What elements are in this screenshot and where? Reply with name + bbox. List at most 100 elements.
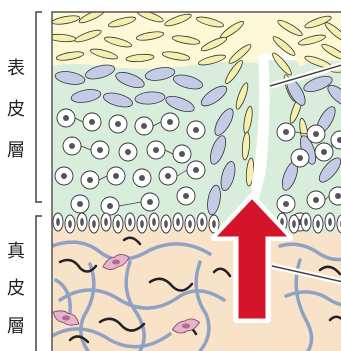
epidermis-bracket: [35, 11, 42, 203]
cell-nucleus: [283, 201, 289, 207]
scale-cell: [200, 36, 228, 52]
collagen-fiber: [54, 278, 72, 314]
scale-cell: [196, 16, 224, 28]
collagen-fiber: [79, 262, 96, 351]
collagen-fiber: [52, 327, 172, 349]
cell-nucleus: [113, 173, 119, 179]
dermis-bracket: [35, 215, 42, 351]
cell-junction: [294, 131, 308, 135]
scale-cell: [161, 51, 191, 61]
cell-nucleus: [337, 137, 341, 143]
scale-cell: [164, 13, 192, 27]
scale-cell: [235, 82, 249, 110]
cell-nucleus: [153, 147, 159, 153]
basal-nucleus: [140, 220, 144, 228]
scale-cell: [225, 59, 243, 85]
cell-nucleus: [139, 175, 145, 181]
collagen-fiber: [278, 242, 341, 262]
elastic-fiber: [68, 335, 90, 344]
collagen-fiber: [294, 258, 314, 351]
skin-crack: [251, 52, 270, 206]
epidermis-label-char-3: 層: [7, 140, 25, 161]
scale-cell: [125, 53, 155, 63]
scale-cell: [104, 36, 132, 48]
epidermis-label-char-2: 皮: [7, 99, 25, 120]
cell-nucleus: [107, 203, 113, 209]
scale-cell: [277, 19, 303, 37]
fibroblast-nucleus: [182, 323, 190, 329]
fibroblast-nucleus: [62, 315, 70, 321]
spindle-cell: [207, 184, 221, 216]
spindle-cell: [134, 91, 166, 105]
cell-nucleus: [165, 173, 171, 179]
cell-junction: [164, 149, 174, 155]
scale-cell: [321, 43, 341, 61]
cell-junction: [176, 169, 188, 177]
collagen-fiber: [58, 288, 226, 310]
cell-nucleus: [167, 119, 173, 125]
epidermis-label-char-1: 表: [7, 58, 25, 79]
cell-nucleus: [89, 119, 95, 125]
basal-nucleus: [176, 218, 180, 226]
horny-scale-cells: [52, 12, 341, 187]
spinous-cell: [330, 130, 341, 150]
cell-junction: [74, 117, 84, 123]
scale-cell: [198, 54, 226, 66]
cell-nucleus: [77, 201, 83, 207]
cell-junction: [118, 201, 142, 207]
elastic-fiber: [318, 265, 341, 276]
spindle-cell: [173, 74, 203, 90]
scale-cell: [304, 15, 332, 29]
basal-cell: [336, 214, 341, 234]
elastic-fiber: [328, 315, 341, 322]
basal-nucleus: [328, 218, 332, 226]
scale-cell: [324, 22, 341, 42]
cell-nucleus: [313, 131, 319, 137]
cell-nucleus: [297, 155, 303, 161]
cell-nucleus: [87, 177, 93, 183]
pointer-line-icon: [269, 64, 341, 87]
spindle-cell: [318, 157, 341, 183]
cell-nucleus: [321, 149, 327, 155]
basal-nucleus: [92, 220, 96, 228]
cell-nucleus: [125, 149, 131, 155]
basal-nucleus: [116, 220, 120, 228]
cell-nucleus: [61, 173, 67, 179]
basal-nucleus: [152, 218, 156, 226]
fibroblast-nucleus: [112, 259, 120, 265]
cell-nucleus: [193, 167, 199, 173]
spindle-cell: [70, 89, 102, 103]
elastic-fiber: [98, 317, 146, 332]
scale-cell: [90, 48, 118, 60]
basal-nucleus: [200, 218, 204, 226]
basal-nucleus: [56, 218, 60, 226]
cell-nucleus: [115, 121, 121, 127]
cell-nucleus: [179, 151, 185, 157]
collagen-fiber: [194, 260, 211, 351]
spindle-cell: [220, 161, 236, 191]
dermis-label-char-2: 皮: [7, 278, 25, 299]
elastic-fiber: [212, 267, 232, 278]
spindle-cell: [303, 75, 333, 93]
cell-junction: [324, 195, 330, 201]
scale-cell: [108, 16, 136, 28]
fibroblast-cells: [52, 254, 201, 334]
cell-nucleus: [141, 123, 147, 129]
cell-junction: [152, 121, 162, 127]
cell-nucleus: [335, 193, 341, 199]
basal-nucleus: [304, 218, 308, 226]
basal-cells: [52, 212, 341, 234]
collagen-fiber: [284, 290, 341, 307]
cell-nucleus: [147, 199, 153, 205]
panel-frame: [51, 11, 341, 351]
spindle-cell: [165, 95, 195, 113]
cell-nucleus: [183, 193, 189, 199]
cell-nucleus: [69, 143, 75, 149]
scale-cell: [171, 35, 201, 45]
scale-cell: [74, 29, 102, 43]
cell-nucleus: [97, 147, 103, 153]
basal-nucleus: [292, 220, 296, 228]
basal-nucleus: [188, 220, 192, 228]
basal-nucleus: [212, 220, 216, 228]
